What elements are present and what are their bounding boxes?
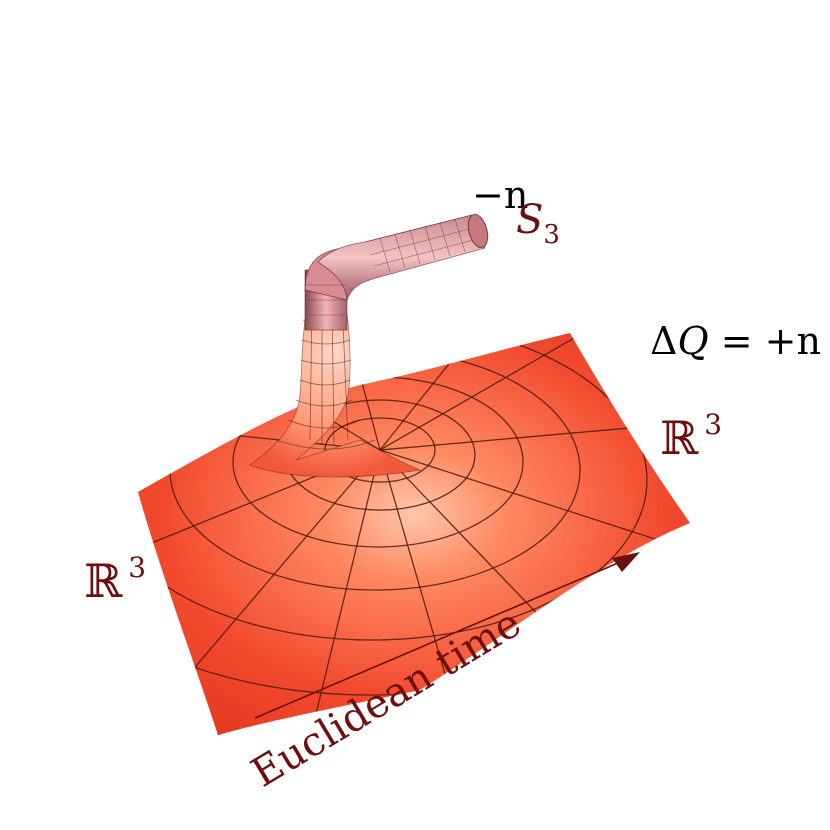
label-delta-q: ΔQ = +n <box>650 322 821 360</box>
label-neg-n: −n <box>472 173 529 217</box>
funnel-throat <box>249 299 422 478</box>
label-s3-base: S <box>516 197 544 243</box>
tube-horizontal <box>317 214 486 301</box>
label-r3-left-sup: 3 <box>128 551 147 584</box>
label-s3-sub: 3 <box>543 220 560 250</box>
label-delta-q-prefix: Δ <box>650 319 678 363</box>
label-r3-right-sup: 3 <box>704 408 723 441</box>
time-arrow-head <box>612 552 640 572</box>
label-r3-right-base: ℝ <box>660 411 699 465</box>
tube-end-cap <box>467 213 489 249</box>
label-delta-q-rhs: = +n <box>708 319 821 363</box>
label-s3: S3 <box>516 197 560 248</box>
tube-grid <box>305 214 482 316</box>
spacetime-sheet <box>138 333 690 735</box>
label-delta-q-var: Q <box>677 319 709 363</box>
time-arrow-line <box>254 559 626 719</box>
label-r3-left-base: ℝ <box>84 554 123 608</box>
